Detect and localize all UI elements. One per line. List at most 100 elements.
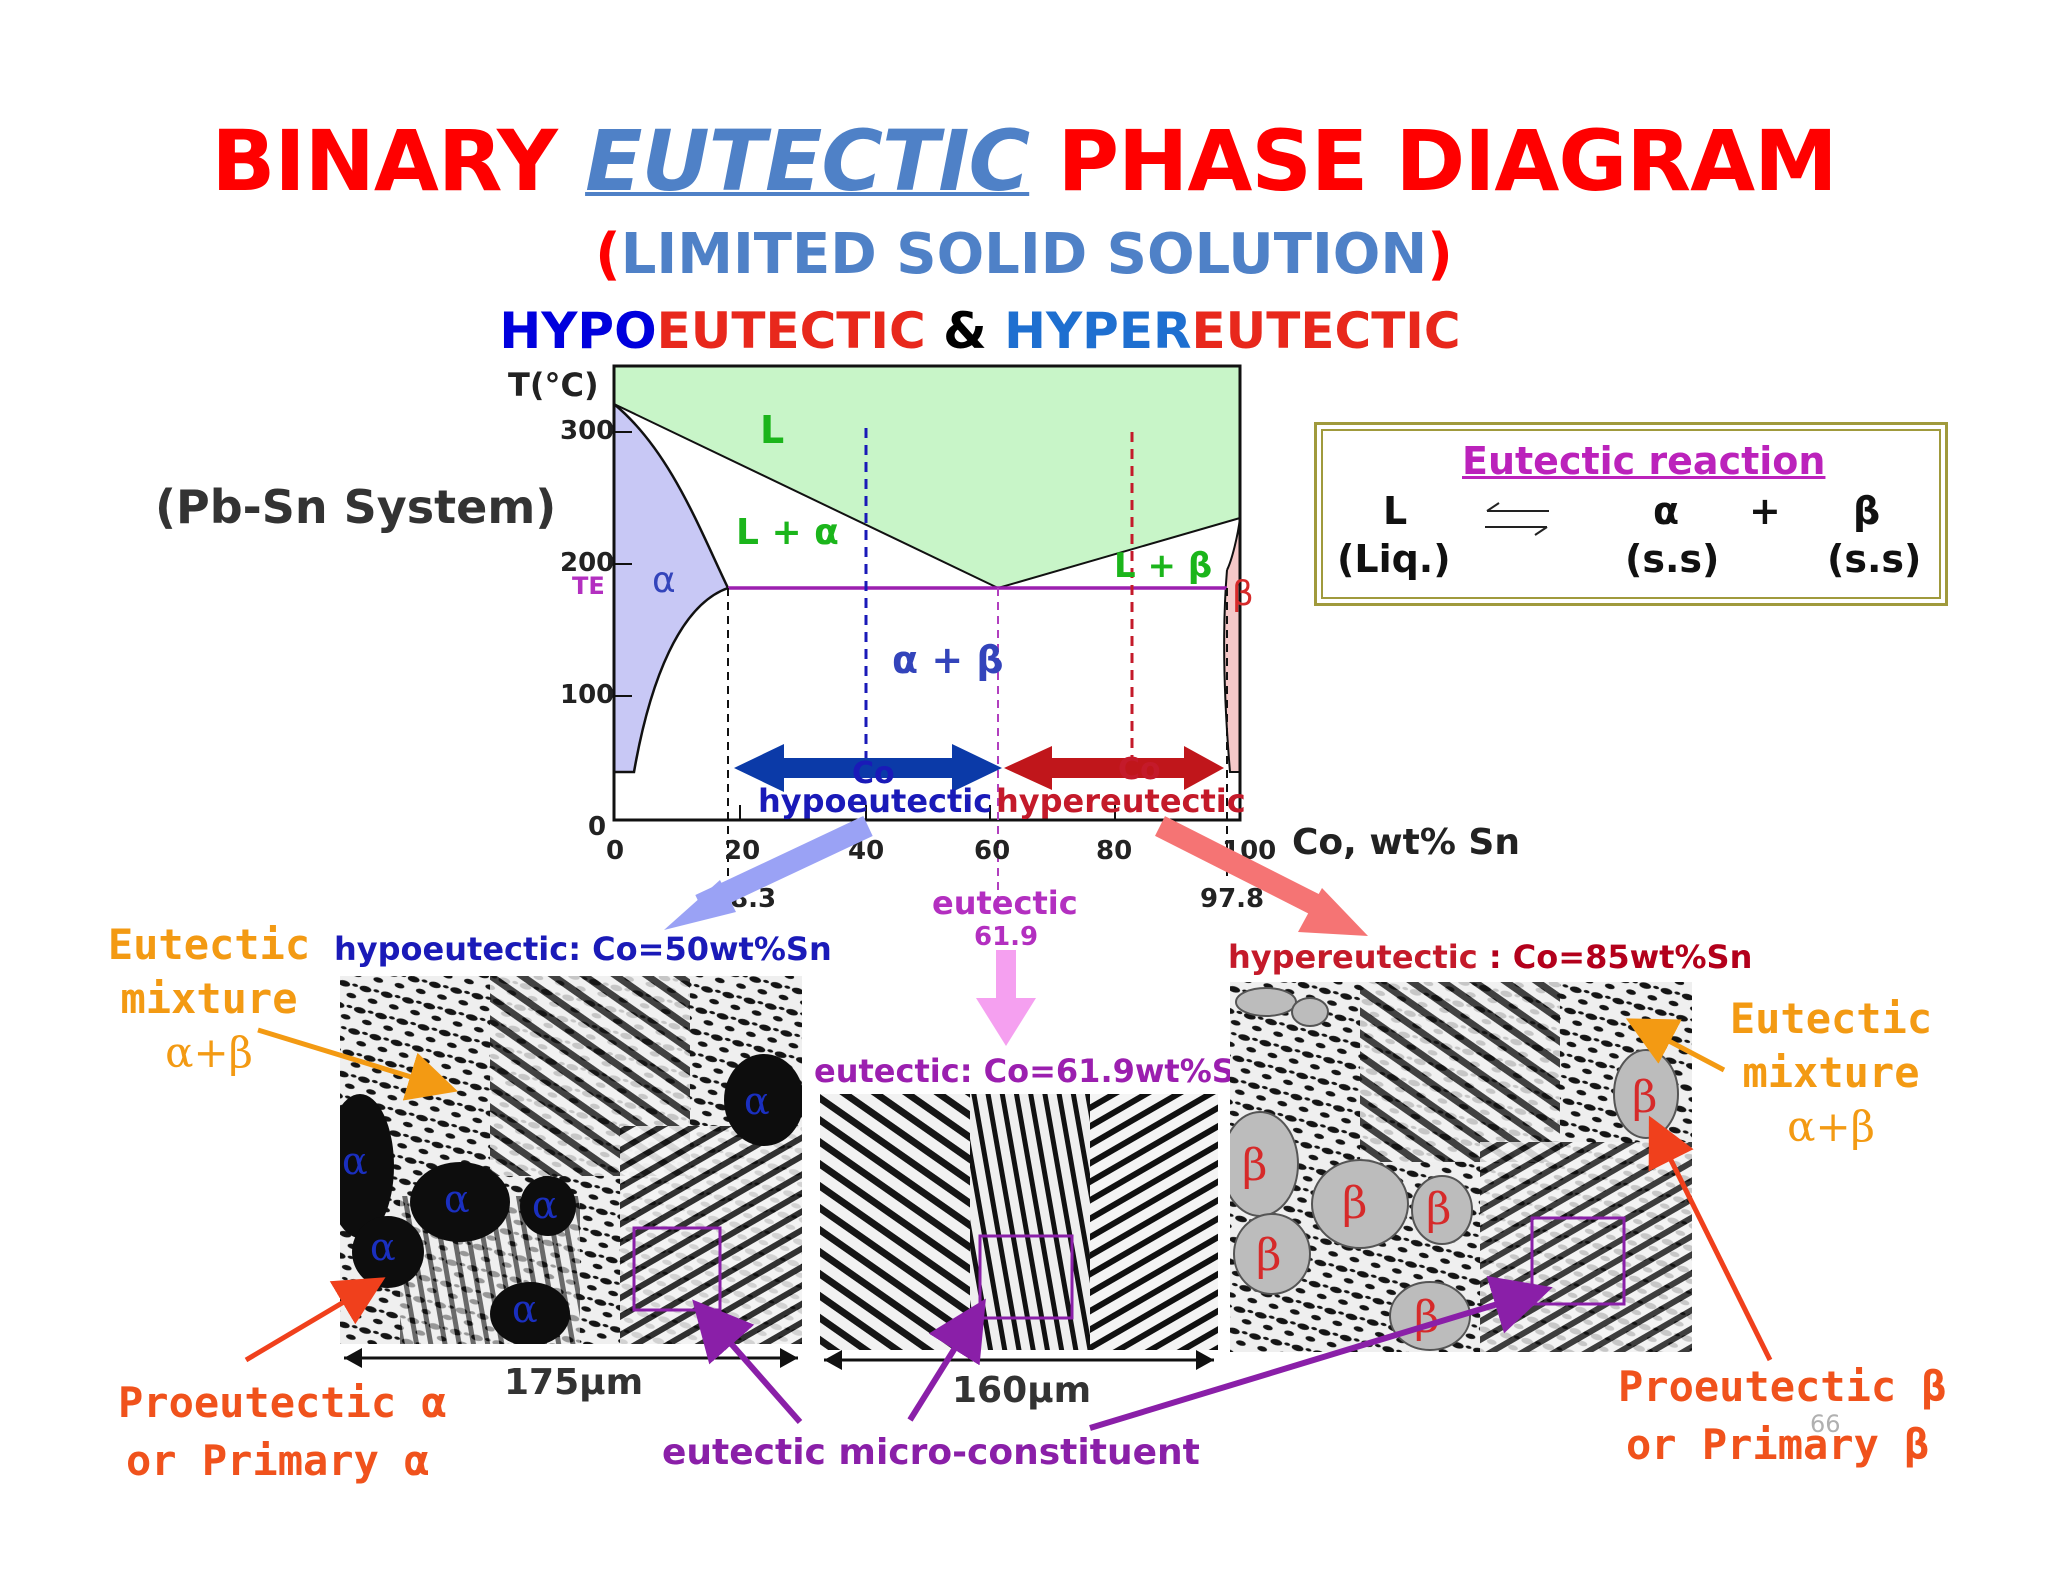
hypereutectic-micrograph: β β β β β β <box>1230 982 1692 1352</box>
beta-mark: β <box>1632 1072 1657 1123</box>
subtitle-close-paren: ) <box>1427 222 1453 287</box>
eut-mix-right-line1: Eutectic <box>1729 994 1933 1043</box>
phase-diagram <box>612 364 1242 900</box>
alpha-mark: α <box>444 1177 470 1221</box>
page-title: BINARY EUTECTIC PHASE DIAGRAM <box>0 112 2048 210</box>
x-axis-label: Co, wt% Sn <box>1292 822 1520 863</box>
alpha-mark: α <box>512 1287 538 1331</box>
eutectic-highlight-box <box>632 1226 722 1312</box>
region-alpha-beta-label: α + β <box>892 638 1004 682</box>
title-part1: BINARY <box>211 112 586 210</box>
beta-mark: β <box>1342 1178 1367 1229</box>
eutectic-mixture-left: Eutectic mixture α+β <box>104 918 314 1080</box>
region-L-label: L <box>760 408 785 452</box>
y-tick-100: 100 <box>560 680 615 710</box>
eutectic-composition-value: 61.9 <box>974 922 1039 952</box>
eutectic-mixture-right: Eutectic mixture α+β <box>1726 992 1936 1154</box>
hyper-micrograph-caption: hypereutectic : Co=85wt%Sn <box>1228 938 1752 976</box>
y-axis-label: T(°C) <box>508 366 599 404</box>
co-hyper-label: Co <box>1118 752 1161 787</box>
proeutectic-beta-label: Proeutectic β or Primary β <box>1618 1358 1947 1474</box>
y-tick-300: 300 <box>560 416 615 446</box>
co-hypo-label: Co <box>852 756 895 791</box>
eut-mix-right-line2: mixture <box>1742 1048 1920 1097</box>
eut-mix-left-line1: Eutectic <box>107 920 311 969</box>
equilibrium-arrows-icon <box>1485 502 1549 536</box>
value-97-8: 97.8 <box>1200 884 1265 914</box>
hyper-caption-b: : Co=85wt%Sn <box>1477 938 1753 976</box>
hypo-micrograph-caption: hypoeutectic: Co=50wt%Sn <box>334 930 832 968</box>
heading-amp: & <box>925 302 1005 360</box>
beta-mark: β <box>1414 1292 1439 1343</box>
pro-alpha-line2: or Primary α <box>126 1436 430 1485</box>
eut-mix-left-line2: mixture <box>120 974 298 1023</box>
region-L-alpha-label: L + α <box>736 512 839 553</box>
beta-mark: β <box>1426 1184 1451 1235</box>
heading-hyper-eutectic: EUTECTIC <box>1191 302 1461 360</box>
primary-beta-grain <box>1233 1213 1311 1295</box>
x-tick-60: 60 <box>974 836 1011 866</box>
te-label: TE <box>572 572 605 600</box>
reaction-alpha: α <box>1653 489 1680 533</box>
hyper-caption-a: hypereutectic <box>1228 938 1478 976</box>
eutectic-micrograph <box>820 1094 1218 1350</box>
scale-175um: 175μm <box>504 1362 644 1403</box>
primary-alpha-grain <box>490 1282 570 1344</box>
alpha-mark: α <box>532 1183 558 1227</box>
pro-beta-line1: Proeutectic β <box>1618 1362 1947 1411</box>
scale-bar-mid <box>824 1350 1214 1370</box>
reaction-plus: + <box>1749 489 1781 533</box>
eutectic-reaction-box: Eutectic reaction L (Liq.) α (s.s) + β (… <box>1314 422 1948 606</box>
reaction-L-sub: (Liq.) <box>1337 537 1451 581</box>
reaction-title: Eutectic reaction <box>1462 439 1826 483</box>
beta-mark: β <box>1242 1140 1267 1191</box>
x-tick-0: 0 <box>606 836 625 866</box>
subtitle-text: LIMITED SOLID SOLUTION <box>620 222 1428 287</box>
primary-alpha-grain <box>410 1162 510 1242</box>
reaction-beta: β <box>1853 489 1881 533</box>
reaction-alpha-sub: (s.s) <box>1625 537 1720 581</box>
primary-alpha-grain <box>520 1176 576 1236</box>
primary-beta-grain <box>1411 1175 1473 1245</box>
hypo-hyper-heading: HYPOEUTECTIC & HYPEREUTECTIC <box>0 302 1960 360</box>
liquid-region <box>614 366 1240 588</box>
primary-alpha-grain <box>340 1094 394 1238</box>
alpha-mark: α <box>370 1225 396 1269</box>
page-number: 66 <box>1810 1410 1841 1438</box>
heading-hypo: HYPO <box>499 302 657 360</box>
pro-beta-line2: or Primary β <box>1626 1420 1930 1469</box>
x-tick-80: 80 <box>1096 836 1133 866</box>
alpha-mark: α <box>342 1139 368 1183</box>
y-tick-200: 200 <box>560 548 615 578</box>
hyper-big-arrow-icon <box>1155 816 1323 916</box>
primary-beta-grain <box>1311 1159 1409 1249</box>
heading-hyper: HYPER <box>1004 302 1192 360</box>
region-L-beta-label: L + β <box>1114 546 1213 586</box>
eutectic-highlight-box <box>978 1234 1074 1320</box>
system-label: (Pb-Sn System) <box>155 480 557 534</box>
primary-alpha-grain <box>724 1054 802 1146</box>
region-alpha-label: α <box>652 560 676 601</box>
heading-hypo-eutectic: EUTECTIC <box>656 302 926 360</box>
proeutectic-alpha-label: Proeutectic α or Primary α <box>118 1374 447 1490</box>
primary-alpha-grain <box>352 1216 424 1288</box>
alpha-mark: α <box>744 1079 770 1123</box>
title-eutectic: EUTECTIC <box>585 112 1030 210</box>
subtitle-open-paren: ( <box>595 222 621 287</box>
hypoeutectic-micrograph: α α α α α α <box>340 976 802 1344</box>
hypo-range-arrow-icon <box>734 744 1002 792</box>
beta-region <box>1224 518 1240 772</box>
hypoeutectic-range-label: hypoeutectic <box>758 782 993 820</box>
eutectic-micrograph-caption: eutectic: Co=61.9wt%Sn <box>814 1052 1258 1090</box>
title-part3: PHASE DIAGRAM <box>1029 112 1837 210</box>
hypereutectic-range-label: hypereutectic <box>996 782 1246 820</box>
hypo-big-arrow-icon <box>695 816 873 915</box>
alpha-region <box>614 404 728 772</box>
eut-mix-left-line3: α+β <box>165 1028 253 1077</box>
reaction-L: L <box>1383 489 1408 533</box>
beta-mark: β <box>1256 1230 1281 1281</box>
eutectic-highlight-box <box>1530 1216 1626 1306</box>
hyper-range-arrow-icon <box>1004 746 1224 790</box>
